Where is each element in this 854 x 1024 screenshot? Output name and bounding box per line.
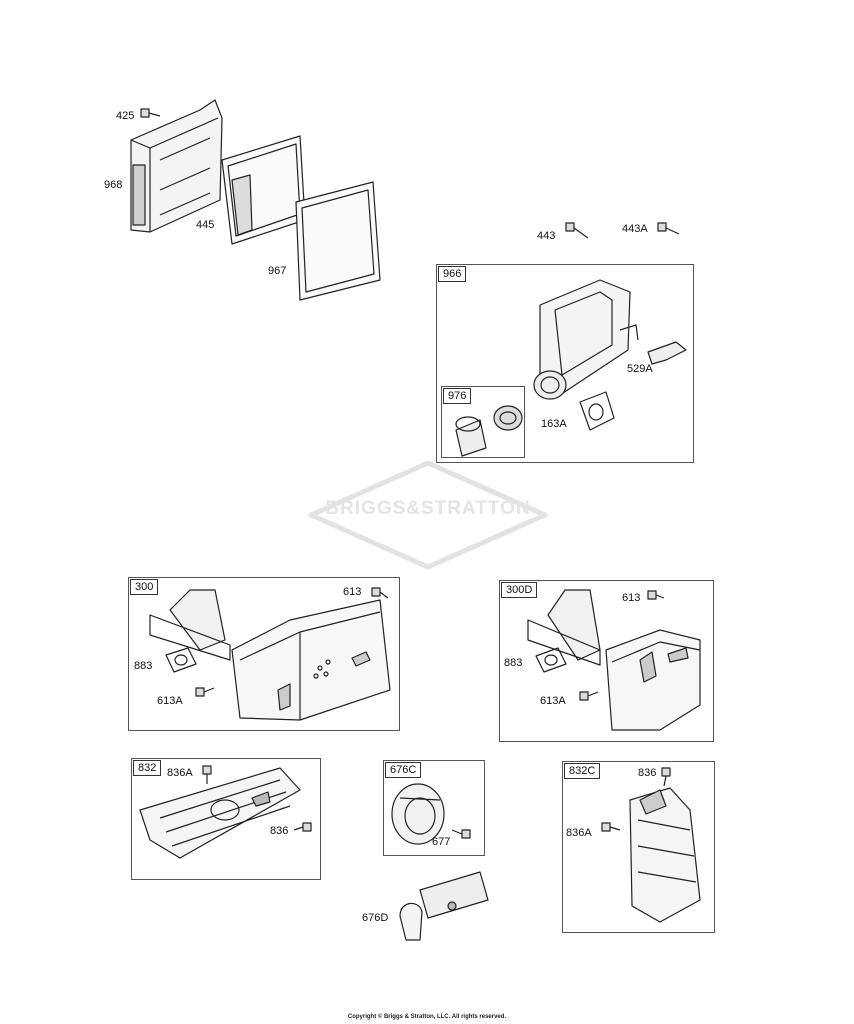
bolt-443a-icon [657, 222, 680, 235]
gasket-163a-icon [579, 391, 615, 431]
deflector-676d-icon [399, 871, 489, 941]
part-label-883-300d: 883 [504, 657, 523, 669]
part-label-968: 968 [104, 179, 123, 191]
part-label-443: 443 [537, 230, 556, 242]
adapter-976-parts-icon [455, 405, 523, 457]
part-label-443a: 443A [622, 223, 648, 235]
group-label-976: 976 [443, 388, 472, 404]
group-label-832: 832 [133, 760, 162, 776]
screw-836-832c-icon [661, 767, 671, 787]
screw-613a-300d-icon [579, 691, 599, 701]
screw-677-icon [451, 829, 471, 839]
screw-425-icon [140, 108, 161, 118]
part-label-836a-832: 836A [167, 767, 193, 779]
part-label-836-832c: 836 [638, 767, 657, 779]
group-label-676c: 676C [385, 762, 422, 778]
part-label-676d: 676D [362, 912, 389, 924]
brand-watermark-diamond [308, 460, 548, 570]
group-label-300d: 300D [501, 582, 538, 598]
part-label-613a-300d: 613A [540, 695, 566, 707]
spark-arrester-676c-icon [391, 783, 445, 845]
group-box-676c [383, 760, 485, 856]
group-box-976 [441, 386, 525, 458]
part-label-967: 967 [268, 265, 287, 277]
part-label-613-300: 613 [343, 586, 362, 598]
group-box-300 [128, 577, 400, 731]
air-cleaner-base-968-icon [130, 99, 223, 233]
air-cleaner-body-966-icon [533, 279, 639, 400]
muffler-300d-icon [527, 589, 701, 731]
screw-836-832-icon [293, 822, 312, 832]
part-label-677: 677 [432, 836, 451, 848]
screw-613-top-300-icon [371, 587, 389, 599]
copyright-notice: Copyright © Briggs & Stratton, LLC. All … [347, 1014, 507, 1020]
group-box-966 [436, 264, 694, 463]
elbow-529a-icon [647, 341, 687, 365]
part-label-445: 445 [196, 219, 215, 231]
group-box-832c [562, 761, 715, 933]
screw-836a-832c-icon [601, 822, 621, 832]
part-label-425: 425 [116, 110, 135, 122]
screw-836a-832-icon [202, 765, 212, 784]
muffler-guard-832c-icon [629, 787, 701, 923]
pre-cleaner-967-icon [295, 181, 381, 301]
part-label-163a: 163A [541, 418, 567, 430]
group-label-966: 966 [438, 266, 467, 282]
brand-watermark: BRIGGS&STRATTON [325, 498, 531, 519]
screw-613-top-300d-icon [647, 590, 665, 600]
air-filter-445-icon [221, 135, 306, 245]
group-box-300d [499, 580, 714, 742]
part-label-883-300: 883 [134, 660, 153, 672]
part-label-529a: 529A [627, 363, 653, 375]
muffler-guard-832-icon [139, 767, 301, 859]
bolt-443-icon [565, 222, 589, 239]
muffler-300-icon [149, 589, 391, 721]
part-label-836-832: 836 [270, 825, 289, 837]
gasket-883-300d-icon [535, 647, 567, 673]
part-label-836a-832c: 836A [566, 827, 592, 839]
gasket-883-300-icon [165, 647, 197, 673]
part-label-613-300d: 613 [622, 592, 641, 604]
group-box-832 [131, 758, 321, 880]
screw-613a-300-icon [195, 687, 215, 697]
group-label-832c: 832C [564, 763, 601, 779]
group-label-300: 300 [130, 579, 159, 595]
part-label-613a-300: 613A [157, 695, 183, 707]
